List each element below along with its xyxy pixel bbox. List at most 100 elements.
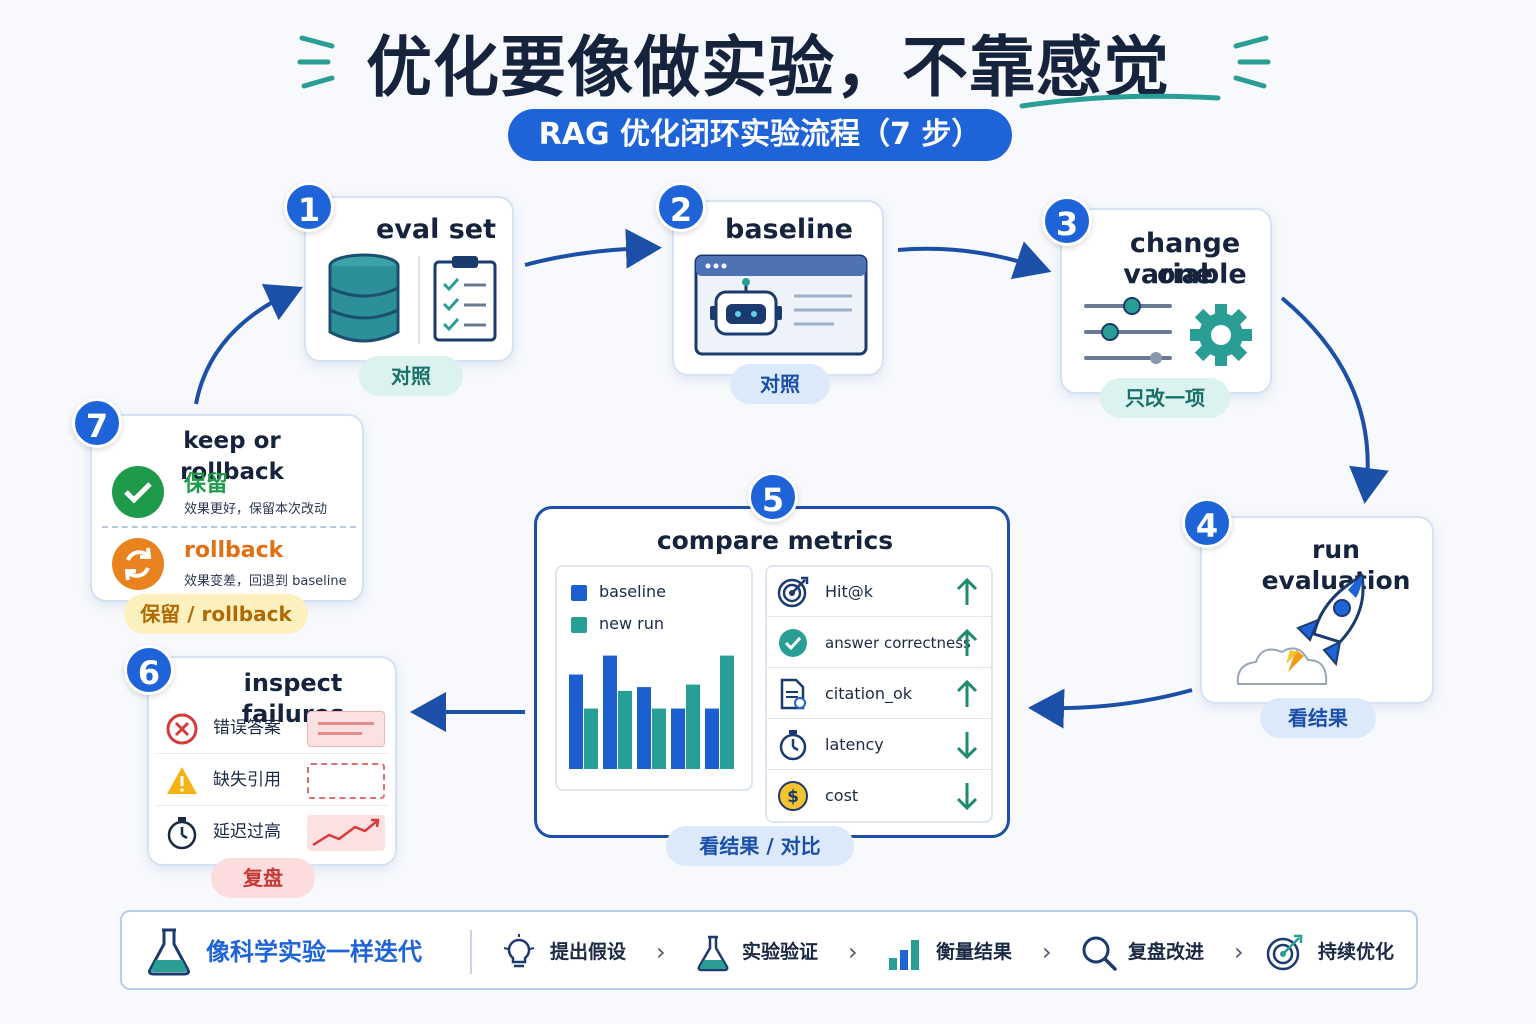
metrics-list: Hit@k answer correctness citation_ok — [765, 565, 993, 823]
step-3-card: change one variable — [1060, 208, 1272, 394]
sparkle-lines-right-icon — [1233, 35, 1271, 89]
legend-swatch-baseline — [571, 585, 587, 601]
metric-row-citation-ok: citation_ok — [767, 669, 993, 719]
document-icon — [780, 678, 806, 710]
failure-row-wrong-answer: 错误答案 — [157, 702, 389, 754]
stopwatch-icon — [779, 730, 807, 761]
metric-row-answer-correctness: answer correctness — [767, 618, 993, 668]
arrow-up-icon — [956, 577, 978, 605]
target-icon — [1266, 934, 1303, 971]
step-1-title: eval set — [375, 214, 497, 245]
browser-bot-icon — [694, 254, 868, 356]
metric-row-cost: $ cost — [767, 771, 993, 821]
check-circle-icon — [112, 466, 164, 518]
stopwatch-icon — [167, 817, 197, 850]
legend-label-baseline: baseline — [599, 582, 667, 601]
bar-chart-icon — [889, 940, 919, 970]
bottom-summary-bar: 像科学实验一样迭代 提出假设 › 实验验证 › 衡量结果 › 复盘改进 › 持续… — [120, 910, 1418, 990]
step-2-tag: 对照 — [730, 364, 830, 404]
step-5-tag: 看结果 / 对比 — [666, 826, 854, 866]
failure-label: 缺失引用 — [213, 770, 281, 790]
step-2-card: baseline — [672, 200, 884, 376]
step-2-badge: 2 — [656, 182, 706, 232]
rocket-icon — [1236, 573, 1365, 685]
gear-icon — [1190, 304, 1252, 366]
bar-new-run-2 — [618, 690, 632, 769]
bottom-step-review: 复盘改进 — [1128, 941, 1205, 963]
trend-up-thumb — [307, 815, 385, 851]
step-4-card: run evaluation — [1200, 516, 1434, 704]
arrow-2-to-3 — [897, 241, 1052, 280]
metric-label: cost — [825, 786, 859, 805]
bar-new-run-4 — [686, 684, 700, 769]
chart-panel: baseline new run — [555, 565, 753, 791]
rollback-description: 效果变差，回退到 baseline — [184, 574, 347, 589]
search-icon — [1082, 936, 1117, 971]
title-underline-swoosh — [1019, 93, 1221, 109]
metric-label: Hit@k — [825, 582, 874, 601]
sparkle-lines-left-icon — [297, 35, 335, 89]
metric-row-latency: latency — [767, 720, 993, 770]
metric-label: answer correctness — [825, 634, 971, 652]
divider — [102, 526, 356, 528]
checklist-icon — [433, 256, 497, 342]
lightbulb-icon — [503, 934, 535, 968]
bottom-lead: 像科学实验一样迭代 — [206, 938, 422, 966]
legend-label-new-run: new run — [599, 614, 665, 633]
arrow-up-icon — [956, 628, 978, 656]
bottom-step-optimize: 持续优化 — [1318, 941, 1395, 963]
check-circle-icon — [779, 629, 807, 657]
error-x-icon — [166, 713, 198, 745]
keep-label: 保留 — [184, 472, 229, 497]
step-5-card: compare metrics baseline new run Hit@k — [534, 506, 1010, 838]
failure-row-missing-citation: 缺失引用 — [157, 754, 389, 806]
bar-baseline-4 — [671, 708, 685, 769]
metric-row-hitk: Hit@k — [767, 567, 993, 617]
step-1-tag: 对照 — [359, 356, 463, 396]
bottom-step-verify: 实验验证 — [742, 941, 819, 963]
arrow-up-icon — [956, 679, 978, 707]
step-7-badge: 7 — [72, 398, 122, 448]
chevron-right-icon: › — [848, 938, 858, 966]
bar-baseline-2 — [603, 655, 617, 769]
dollar-coin-icon: $ — [778, 781, 808, 811]
bar-baseline-1 — [569, 674, 583, 769]
svg-text:$: $ — [787, 787, 799, 807]
subtitle-pill: RAG 优化闭环实验流程（7 步） — [508, 109, 1012, 161]
step-4-title: run evaluation — [1261, 535, 1411, 595]
step-6-card: inspect failures 错误答案 缺失引用 延迟过高 — [147, 656, 397, 866]
step-5-title: compare metrics — [656, 526, 894, 555]
metric-label: citation_ok — [825, 684, 913, 703]
step-5-badge: 5 — [748, 472, 798, 522]
page-title: 优化要像做实验，不靠感觉 — [366, 29, 1170, 106]
step-3-badge: 3 — [1042, 196, 1092, 246]
metric-label: latency — [825, 735, 884, 754]
step-2-title: baseline — [725, 214, 853, 245]
divider — [418, 256, 420, 344]
arrow-1-to-2 — [524, 228, 662, 269]
step-1-badge: 1 — [284, 182, 334, 232]
step-4-badge: 4 — [1182, 498, 1232, 548]
step-6-badge: 6 — [124, 645, 174, 695]
chevron-right-icon: › — [1234, 938, 1244, 966]
step-6-tag: 复盘 — [211, 858, 315, 898]
arrow-4-to-5 — [1028, 688, 1193, 729]
arrow-down-icon — [956, 783, 978, 811]
refresh-icon — [112, 538, 164, 590]
bar-new-run-1 — [584, 708, 598, 769]
keep-description: 效果更好，保留本次改动 — [184, 502, 328, 517]
step-1-card: eval set — [304, 196, 514, 362]
arrow-7-to-1 — [194, 283, 303, 405]
sliders-icon — [1084, 297, 1172, 364]
step-3-title-line2: variable — [1123, 259, 1247, 290]
chevron-right-icon: › — [1042, 938, 1052, 966]
failure-label: 错误答案 — [213, 718, 281, 738]
missing-citation-thumb — [307, 763, 385, 799]
bar-new-run-3 — [652, 708, 666, 769]
step-7-card: keep or rollback 保留 效果更好，保留本次改动 rollback… — [90, 414, 364, 602]
warning-icon — [167, 767, 197, 794]
metrics-bar-chart — [569, 655, 734, 769]
rollback-label: rollback — [184, 538, 284, 563]
bar-new-run-5 — [720, 655, 734, 769]
